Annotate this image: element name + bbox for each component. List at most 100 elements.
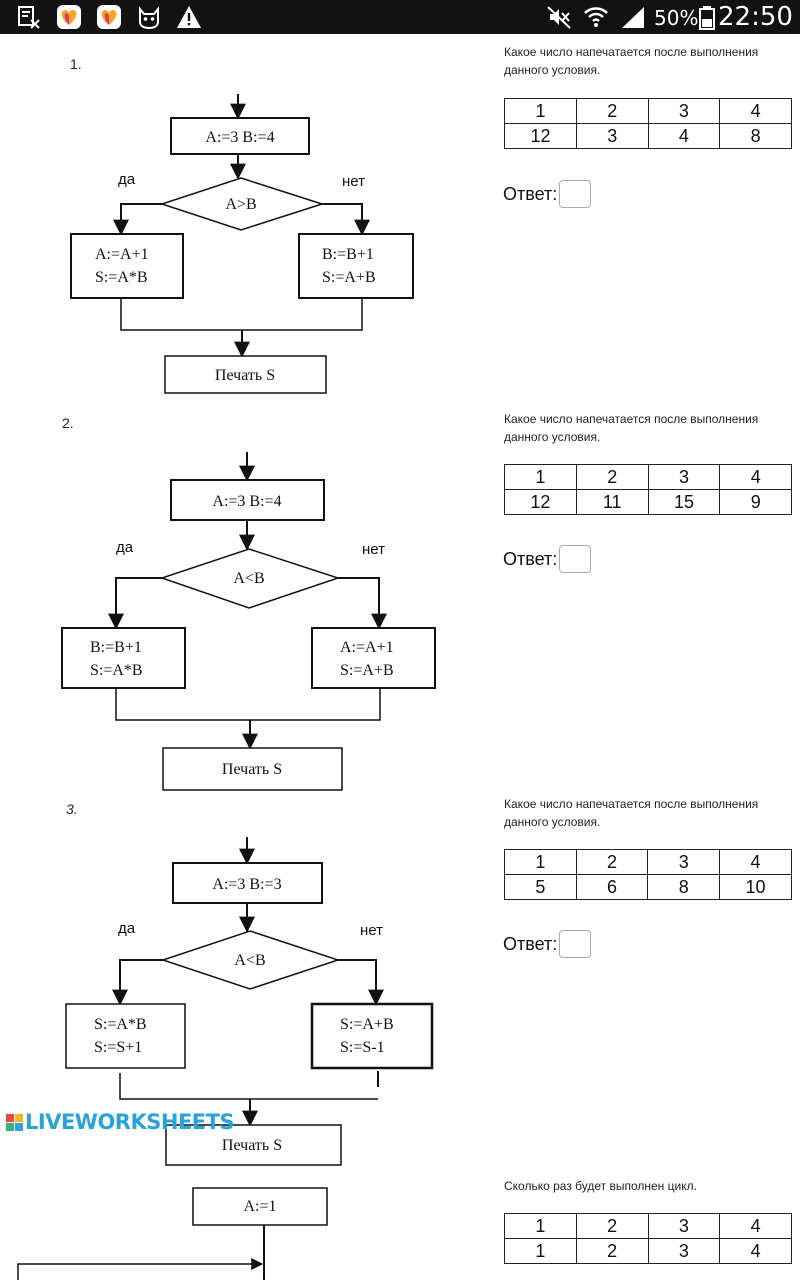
print-block: Печать S — [215, 367, 275, 384]
init-block: A:=3 B:=4 — [205, 129, 274, 146]
no-block-line: S:=A+B — [340, 662, 394, 679]
option-number: 1 — [504, 1213, 577, 1239]
flowchart: A:=3 B:=4 A<B да нет B:=B+1 S:=A*B A:=A+… — [61, 452, 436, 791]
yes-block-line: S:=S+1 — [94, 1039, 142, 1056]
option-value: 4 — [647, 123, 721, 149]
answer-label: Ответ: — [503, 183, 558, 204]
warning-icon — [177, 6, 201, 28]
battery-percent: 50% — [654, 6, 699, 30]
yes-block-line: S:=A*B — [95, 269, 148, 286]
option-value: 2 — [575, 1238, 649, 1264]
option-number: 2 — [575, 464, 649, 490]
question-prompt: Какое число напечатается после выполнени… — [504, 797, 759, 829]
clock: 22:50 — [718, 2, 793, 32]
answer-input[interactable] — [559, 180, 592, 208]
option-value: 5 — [504, 874, 577, 900]
battery-icon — [699, 6, 715, 30]
yes-block-line: S:=A*B — [90, 662, 143, 679]
no-block-line: A:=A+1 — [340, 639, 394, 656]
question-number: 2. — [62, 415, 74, 431]
option-number: 2 — [575, 1213, 649, 1239]
answer-row: Ответ: — [503, 545, 592, 573]
option-value: 1 — [504, 1238, 577, 1264]
option-number: 4 — [719, 849, 792, 875]
cat-app-icon[interactable] — [136, 4, 162, 30]
question-number: 1. — [70, 56, 82, 72]
option-number: 4 — [719, 1213, 792, 1239]
heart-app-icon[interactable] — [56, 4, 82, 30]
yes-label: да — [118, 920, 136, 937]
option-value: 3 — [575, 123, 649, 149]
liveworksheets-logo: LIVEWORKSHEETS — [6, 1110, 235, 1134]
flowchart: A:=1 — [17, 1187, 328, 1280]
yes-label: да — [118, 171, 136, 188]
answer-input[interactable] — [559, 930, 592, 958]
option-number: 2 — [575, 98, 649, 124]
no-label: нет — [362, 541, 385, 558]
yes-block-line: B:=B+1 — [90, 639, 142, 656]
logo-text: LIVEWORKSHEETS — [25, 1110, 235, 1134]
option-value: 9 — [719, 489, 792, 515]
option-number: 2 — [575, 849, 649, 875]
answer-label: Ответ: — [503, 548, 558, 569]
yes-label: да — [116, 539, 134, 556]
option-number: 1 — [504, 98, 577, 124]
option-number: 4 — [719, 464, 792, 490]
options-table: 1 2 3 4 12 11 15 9 — [504, 464, 792, 515]
question-prompt: Какое число напечатается после выполнени… — [504, 45, 759, 77]
option-value: 11 — [575, 489, 649, 515]
flowchart: A:=3 B:=4 A>B да нет A:=A+1 S:=A*B B:=B+… — [70, 94, 414, 394]
option-value: 12 — [504, 123, 577, 149]
signal-icon — [622, 7, 644, 28]
logo-grid-icon — [6, 1113, 23, 1131]
option-value: 10 — [719, 874, 792, 900]
question-number: 3. — [66, 801, 78, 817]
no-block-line: S:=A+B — [340, 1016, 394, 1033]
flowchart: A:=3 B:=3 A<B да нет S:=A*B S:=S+1 S:=A+… — [65, 837, 434, 1166]
no-label: нет — [360, 922, 383, 939]
option-value: 15 — [647, 489, 721, 515]
option-value: 8 — [719, 123, 792, 149]
answer-row: Ответ: — [503, 930, 592, 958]
option-number: 4 — [719, 98, 792, 124]
question-prompt: Какое число напечатается после выполнени… — [504, 412, 759, 444]
options-table: 1 2 3 4 1 2 3 4 — [504, 1213, 792, 1264]
option-value: 3 — [647, 1238, 721, 1264]
option-number: 1 — [504, 849, 577, 875]
option-number: 3 — [647, 464, 721, 490]
answer-label: Ответ: — [503, 933, 558, 954]
wifi-icon — [584, 7, 608, 27]
option-number: 3 — [647, 849, 721, 875]
print-block: Печать S — [222, 761, 282, 778]
condition-block: A<B — [234, 952, 265, 969]
answer-input[interactable] — [559, 545, 592, 573]
status-bar: 50% 22:50 — [0, 0, 800, 34]
init-block: A:=3 B:=3 — [212, 876, 281, 893]
option-value: 4 — [719, 1238, 792, 1264]
condition-block: A>B — [225, 196, 256, 213]
no-block-line: S:=S-1 — [340, 1039, 385, 1056]
option-number: 1 — [504, 464, 577, 490]
yes-block-line: A:=A+1 — [95, 246, 149, 263]
no-block-line: S:=A+B — [322, 269, 376, 286]
question-prompt: Сколько раз будет выполнен цикл. — [504, 1179, 697, 1193]
print-block: Печать S — [222, 1137, 282, 1154]
heart-app-icon[interactable] — [96, 4, 122, 30]
option-number: 3 — [647, 1213, 721, 1239]
no-block-line: B:=B+1 — [322, 246, 374, 263]
condition-block: A<B — [233, 570, 264, 587]
option-value: 8 — [647, 874, 721, 900]
option-number: 3 — [647, 98, 721, 124]
mute-icon — [547, 6, 571, 29]
yes-block-line: S:=A*B — [94, 1016, 147, 1033]
dictionary-icon[interactable] — [16, 4, 42, 30]
init-block: A:=1 — [243, 1198, 276, 1215]
answer-row: Ответ: — [503, 180, 592, 208]
option-value: 6 — [575, 874, 649, 900]
init-block: A:=3 B:=4 — [212, 493, 281, 510]
option-value: 12 — [504, 489, 577, 515]
options-table: 1 2 3 4 12 3 4 8 — [504, 98, 792, 149]
worksheet: 1. A:=3 B:=4 A>B да нет A:=A+1 S:=A*B B:… — [0, 38, 800, 1280]
no-label: нет — [342, 173, 365, 190]
options-table: 1 2 3 4 5 6 8 10 — [504, 849, 792, 900]
